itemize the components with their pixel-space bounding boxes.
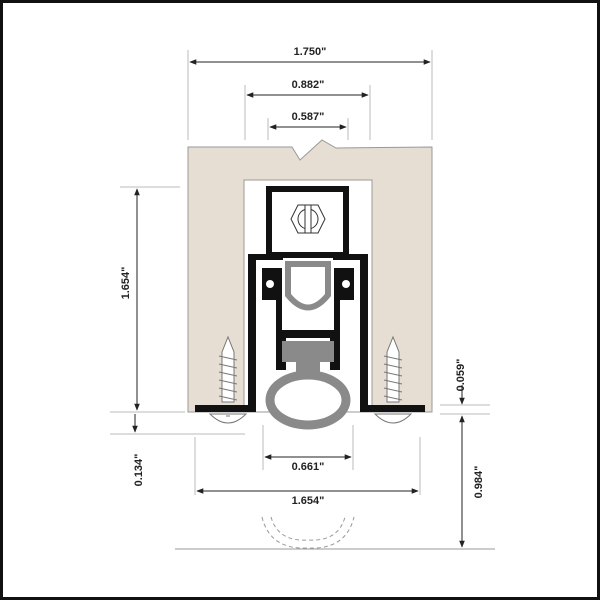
lower-channel bbox=[195, 254, 425, 412]
label-flange-width: 1.654" bbox=[292, 495, 325, 507]
diagram-canvas: 1.750" 0.882" 0.587" 1.654" 0.059" 0.134… bbox=[110, 46, 495, 550]
extended-seal-outline bbox=[261, 516, 355, 549]
label-overall-width: 1.750" bbox=[294, 46, 327, 58]
screw-left-icon bbox=[208, 335, 248, 424]
adjustment-nut-icon bbox=[290, 204, 326, 234]
label-cavity-width: 0.882" bbox=[292, 79, 325, 91]
label-retracted-gap: 0.134" bbox=[133, 454, 145, 487]
screw-right-icon bbox=[373, 335, 413, 424]
seal-bulb bbox=[265, 370, 351, 430]
upper-gasket bbox=[285, 261, 331, 311]
label-mortise-height: 1.654" bbox=[120, 267, 132, 300]
seal-t-piece bbox=[282, 341, 334, 386]
extension-lines bbox=[110, 50, 490, 495]
label-drop: 0.984" bbox=[473, 466, 485, 499]
label-housing-width: 0.587" bbox=[292, 111, 325, 123]
label-flange-thickness: 0.059" bbox=[455, 359, 467, 392]
label-seal-width: 0.661" bbox=[292, 461, 325, 473]
